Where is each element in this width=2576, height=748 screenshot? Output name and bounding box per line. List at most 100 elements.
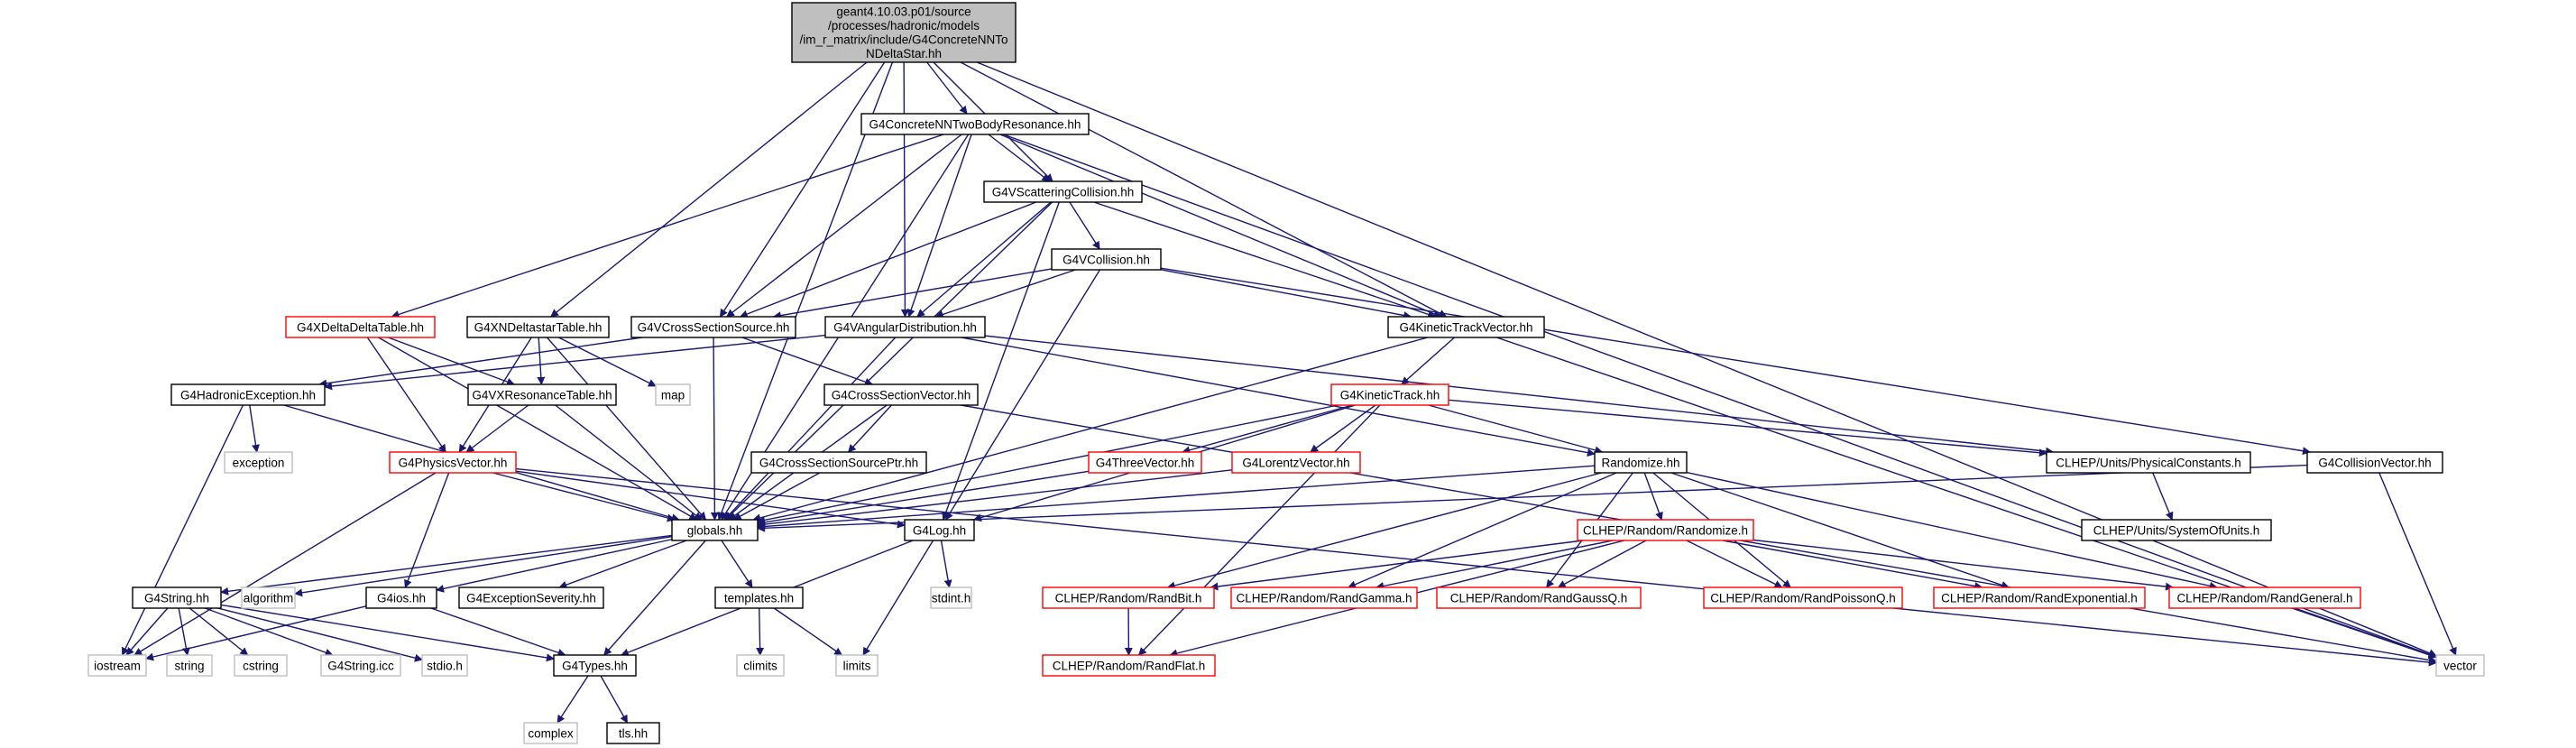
node-excsev[interactable]: G4ExceptionSeverity.hh [458,586,604,609]
node-box-physconst[interactable] [2046,451,2251,474]
node-vcoll[interactable]: G4VCollision.hh [1051,248,1162,271]
node-box-xndst[interactable] [466,316,610,338]
node-box-sysunits[interactable] [2081,519,2272,541]
node-box-randflat[interactable] [1042,654,1216,677]
node-randexp[interactable]: CLHEP/Random/RandExponential.h [1933,586,2146,609]
node-collv[interactable]: G4CollisionVector.hh [2306,451,2443,474]
node-cssptr[interactable]: G4CrossSectionSourcePtr.hh [750,451,927,474]
node-complex[interactable]: complex [523,722,578,744]
node-box-root[interactable] [791,2,1017,63]
node-vector[interactable]: vector [2435,654,2485,677]
node-box-templates[interactable] [714,586,804,609]
node-clrandomize[interactable]: CLHEP/Random/Randomize.h [1577,519,1754,541]
node-box-randbit[interactable] [1042,586,1215,609]
node-randomize[interactable]: Randomize.hh [1594,451,1688,474]
node-xndst[interactable]: G4XNDeltastarTable.hh [466,316,610,338]
node-iostream[interactable]: iostream [87,654,147,677]
node-xdd[interactable]: G4XDeltaDeltaTable.hh [285,316,436,338]
node-box-vector[interactable] [2435,654,2485,677]
node-box-vcss[interactable] [630,316,796,338]
node-box-csv[interactable] [823,383,979,406]
node-csv[interactable]: G4CrossSectionVector.hh [823,383,979,406]
node-stdio[interactable]: stdio.h [421,654,468,677]
node-limits[interactable]: limits [835,654,879,677]
node-box-climits[interactable] [736,654,785,677]
node-vang[interactable]: G4VAngularDistribution.hh [824,316,986,338]
node-stdint[interactable]: stdint.h [930,586,972,609]
node-box-exception[interactable] [224,451,293,474]
node-box-cstring[interactable] [234,654,288,677]
node-box-randgamma[interactable] [1230,586,1418,609]
node-box-stdint[interactable] [930,586,972,609]
node-kt[interactable]: G4KineticTrack.hh [1330,383,1449,406]
node-sysunits[interactable]: CLHEP/Units/SystemOfUnits.h [2081,519,2272,541]
node-box-vang[interactable] [824,316,986,338]
node-g4types[interactable]: G4Types.hh [553,654,637,677]
node-box-g4types[interactable] [553,654,637,677]
node-box-hexc[interactable] [170,383,326,406]
node-box-g4log[interactable] [904,519,975,541]
node-algorithm[interactable]: algorithm [241,586,296,609]
node-vxres[interactable]: G4VXResonanceTable.hh [467,383,617,406]
node-box-threev[interactable] [1088,451,1202,474]
node-exception[interactable]: exception [224,451,293,474]
node-box-vscat[interactable] [983,180,1143,203]
node-map[interactable]: map [655,383,691,406]
node-box-physv[interactable] [389,451,517,474]
node-templates[interactable]: templates.hh [714,586,804,609]
node-box-g4stringicc[interactable] [320,654,401,677]
node-box-g4ios[interactable] [365,586,437,609]
node-box-ktv[interactable] [1387,316,1545,338]
node-randgaussq[interactable]: CLHEP/Random/RandGaussQ.h [1436,586,1642,609]
node-box-globals[interactable] [671,519,759,541]
node-root[interactable]: geant4.10.03.p01/source/processes/hadron… [791,2,1017,63]
node-g4stringicc[interactable]: G4String.icc [320,654,401,677]
node-box-stdio[interactable] [421,654,468,677]
node-box-iostream[interactable] [87,654,147,677]
node-box-kt[interactable] [1330,383,1449,406]
node-box-randpoisson[interactable] [1703,586,1903,609]
node-box-complex[interactable] [523,722,578,744]
node-box-randomize[interactable] [1594,451,1688,474]
node-box-limits[interactable] [835,654,879,677]
node-box-string[interactable] [166,654,213,677]
node-randbit[interactable]: CLHEP/Random/RandBit.h [1042,586,1215,609]
node-randpoisson[interactable]: CLHEP/Random/RandPoissonQ.h [1703,586,1903,609]
node-box-randgeneral[interactable] [2168,586,2361,609]
node-box-excsev[interactable] [458,586,604,609]
node-box-vxres[interactable] [467,383,617,406]
node-vcss[interactable]: G4VCrossSectionSource.hh [630,316,796,338]
node-box-nntbr[interactable] [860,113,1090,135]
node-box-xdd[interactable] [285,316,436,338]
node-box-vcoll[interactable] [1051,248,1162,271]
node-tls[interactable]: tls.hh [606,722,660,744]
node-ktv[interactable]: G4KineticTrackVector.hh [1387,316,1545,338]
node-string[interactable]: string [166,654,213,677]
node-globals[interactable]: globals.hh [671,519,759,541]
node-physv[interactable]: G4PhysicsVector.hh [389,451,517,474]
node-box-randexp[interactable] [1933,586,2146,609]
node-vscat[interactable]: G4VScatteringCollision.hh [983,180,1143,203]
node-threev[interactable]: G4ThreeVector.hh [1088,451,1202,474]
node-box-g4string[interactable] [132,586,222,609]
node-g4ios[interactable]: G4ios.hh [365,586,437,609]
node-randgamma[interactable]: CLHEP/Random/RandGamma.h [1230,586,1418,609]
node-randflat[interactable]: CLHEP/Random/RandFlat.h [1042,654,1216,677]
node-box-clrandomize[interactable] [1577,519,1754,541]
node-hexc[interactable]: G4HadronicException.hh [170,383,326,406]
node-nntbr[interactable]: G4ConcreteNNTwoBodyResonance.hh [860,113,1090,135]
node-randgeneral[interactable]: CLHEP/Random/RandGeneral.h [2168,586,2361,609]
node-box-tls[interactable] [606,722,660,744]
node-box-randgaussq[interactable] [1436,586,1642,609]
node-box-map[interactable] [655,383,691,406]
node-lorentz[interactable]: G4LorentzVector.hh [1231,451,1361,474]
node-physconst[interactable]: CLHEP/Units/PhysicalConstants.h [2046,451,2251,474]
node-box-collv[interactable] [2306,451,2443,474]
node-box-lorentz[interactable] [1231,451,1361,474]
node-climits[interactable]: climits [736,654,785,677]
node-g4log[interactable]: G4Log.hh [904,519,975,541]
node-g4string[interactable]: G4String.hh [132,586,222,609]
node-cstring[interactable]: cstring [234,654,288,677]
node-box-cssptr[interactable] [750,451,927,474]
node-box-algorithm[interactable] [241,586,296,609]
